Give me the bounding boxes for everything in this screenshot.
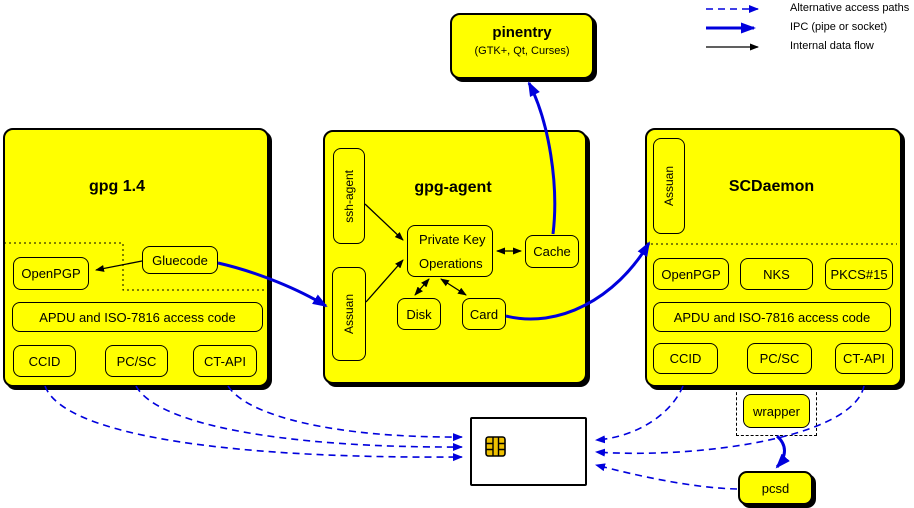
gpg-agent-assuan-label: Assuan [342,293,356,335]
alt-scdaemon-ctapi-to-card [595,385,865,457]
scdaemon-openpgp-node: OpenPGP [653,258,729,290]
scdaemon-pcsc-node: PC/SC [747,343,812,374]
alt-pcsd-to-card [595,463,738,490]
pinentry-title: pinentry [492,24,552,41]
scdaemon-pkcs15-node: PKCS#15 [825,258,893,290]
scdaemon-nks-node: NKS [740,258,813,290]
gpg-agent-title: gpg-agent [414,179,492,196]
card-node: Card [462,298,506,330]
pcsd-node: pcsd [738,471,813,505]
scdaemon-assuan-node: Assuan [653,138,685,234]
pinentry-box: pinentry (GTK+, Qt, Curses) [450,13,594,79]
scdaemon-title: SCDaemon [728,178,815,195]
scdaemon-assuan-label: Assuan [662,165,676,207]
smartcard [470,417,587,486]
alt-gpg14-ctapi-to-card [227,385,463,442]
gpg14-pcsc-node: PC/SC [105,345,168,377]
legend-label-alternative-access: Alternative access paths [790,2,910,14]
gpg14-openpgp-node: OpenPGP [13,257,89,290]
wrapper-node: wrapper [743,394,810,428]
scdaemon-ctapi-node: CT-API [835,343,893,374]
legend-label-internal-flow: Internal data flow [790,40,874,52]
gpg-agent-assuan-node: Assuan [332,267,366,361]
gpg14-ctapi-node: CT-API [193,345,257,377]
pinentry-subtitle: (GTK+, Qt, Curses) [474,45,570,57]
gpg-agent-ssh-agent-node: ssh-agent [333,148,365,244]
scdaemon-ccid-node: CCID [653,343,718,374]
ipc-wrapper-to-pcsd [775,434,790,469]
scdaemon-apdu-node: APDU and ISO-7816 access code [653,302,891,332]
gpg14-title: gpg 1.4 [88,178,145,195]
gpg14-ccid-node: CCID [13,345,76,377]
cache-node: Cache [525,235,579,268]
gpg14-apdu-node: APDU and ISO-7816 access code [12,302,263,332]
gpg14-gluecode-node: Gluecode [142,246,218,274]
ssh-agent-label: ssh-agent [342,169,356,223]
pko-line1: Private Key [419,231,486,247]
disk-node: Disk [397,298,441,330]
alt-gpg14-pcsc-to-card [135,385,463,452]
pko-line2: Operations [419,255,483,271]
alt-gpg14-ccid-to-card [44,385,463,462]
alt-scdaemon-ccid-to-card [595,385,684,444]
legend-label-ipc: IPC (pipe or socket) [790,21,888,33]
smartcard-chip-icon [485,436,506,457]
private-key-operations-node: Private Key Operations [407,225,493,277]
